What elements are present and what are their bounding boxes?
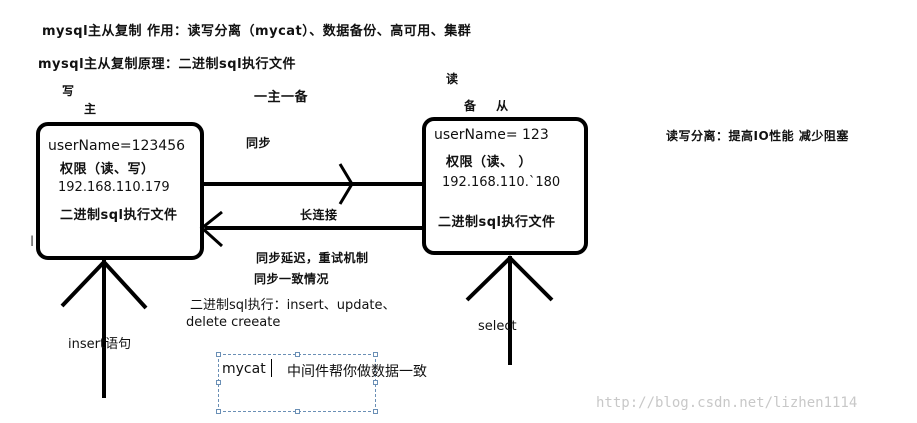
label-master: 主	[84, 102, 97, 116]
label-insert: insert语句	[68, 337, 132, 352]
master-node: userName=123456 权限（读、写） 192.168.110.179 …	[36, 122, 204, 260]
mycat-text-box[interactable]: mycat 中间件帮你做数据一致	[216, 352, 427, 414]
label-select: select	[478, 319, 517, 334]
resize-handle-ml[interactable]	[216, 380, 221, 385]
slave-username: userName= 123	[434, 127, 549, 143]
heading-purpose: mysql主从复制 作用：读写分离（mycat）、数据备份、高可用、集群	[42, 24, 472, 39]
note-binlog-exec: 二进制sql执行：insert、update、	[190, 298, 396, 313]
note-sync-consistency: 同步一致情况	[254, 272, 330, 286]
label-one-master-one-slave: 一主一备	[254, 90, 309, 105]
text-caret	[271, 359, 272, 377]
heading-principle: mysql主从复制原理：二进制sql执行文件	[38, 57, 297, 72]
note-sync-delay: 同步延迟，重试机制	[256, 251, 369, 265]
resize-handle-tl[interactable]	[216, 352, 221, 357]
resize-handle-br[interactable]	[373, 409, 378, 414]
slave-ip: 192.168.110.`180	[442, 175, 561, 190]
label-slave: 备 从	[464, 99, 517, 113]
label-write: 写	[62, 84, 75, 98]
slave-node: userName= 123 权限（读、 ） 192.168.110.`180 二…	[422, 117, 588, 255]
watermark: http://blog.csdn.net/lizhen1114	[596, 395, 858, 411]
note-binlog-exec-2: delete creeate	[186, 315, 281, 330]
master-username: userName=123456	[48, 138, 186, 154]
mycat-description: 中间件帮你做数据一致	[287, 364, 427, 380]
select-arrow-head	[465, 255, 554, 302]
resize-handle-mr[interactable]	[373, 380, 378, 385]
resize-handle-bm[interactable]	[295, 409, 300, 414]
slave-binlog: 二进制sql执行文件	[438, 215, 556, 230]
label-read: 读	[446, 72, 459, 86]
master-binlog: 二进制sql执行文件	[60, 208, 178, 223]
slave-permissions: 权限（读、 ）	[446, 155, 533, 170]
mycat-label: mycat	[222, 361, 266, 377]
label-long-connection: 长连接	[300, 208, 338, 222]
resize-handle-bl[interactable]	[216, 409, 221, 414]
stray-text-cursor-mark: I	[30, 234, 35, 250]
resize-handle-tm[interactable]	[295, 352, 300, 357]
resize-handle-tr[interactable]	[373, 352, 378, 357]
note-rw-split: 读写分离：提高IO性能 减少阻塞	[666, 129, 849, 143]
sync-arrow-head	[338, 163, 354, 205]
label-sync: 同步	[246, 136, 272, 150]
master-permissions: 权限（读、写）	[60, 162, 155, 177]
master-ip: 192.168.110.179	[58, 180, 170, 195]
long-connection-head	[199, 210, 224, 248]
insert-arrow-head	[60, 259, 148, 310]
